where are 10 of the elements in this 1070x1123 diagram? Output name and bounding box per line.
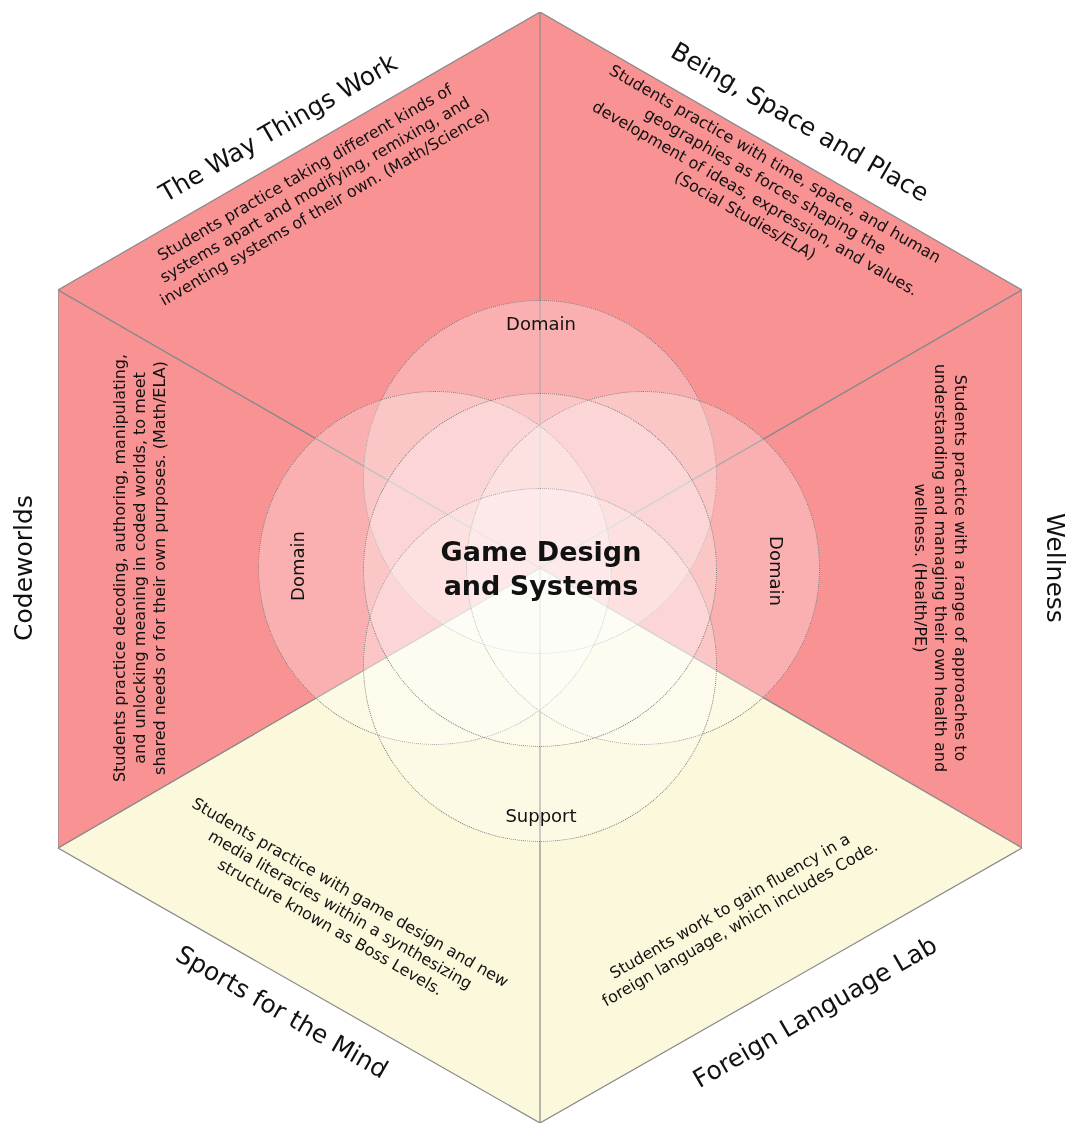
circle-label: Domain (286, 531, 309, 601)
venn-circle (363, 393, 717, 747)
circle-label: Support (505, 804, 577, 828)
circle-label: Domain (765, 536, 788, 606)
section-description: Students practice decoding, authoring, manipulating, and unlocking meaning in coded worlds, to meet shared needs or for their own purposes. (Math/ELA) (110, 353, 170, 783)
section-heading: Wellness (1039, 513, 1070, 623)
section-heading: Codeworlds (8, 495, 40, 641)
circle-label: Domain (506, 312, 576, 336)
section-description: Students practice with a range of approaches to understanding and managing their own health and wellness. (Health/PE) (910, 362, 970, 775)
center-title: Game Design and Systems (439, 535, 643, 603)
